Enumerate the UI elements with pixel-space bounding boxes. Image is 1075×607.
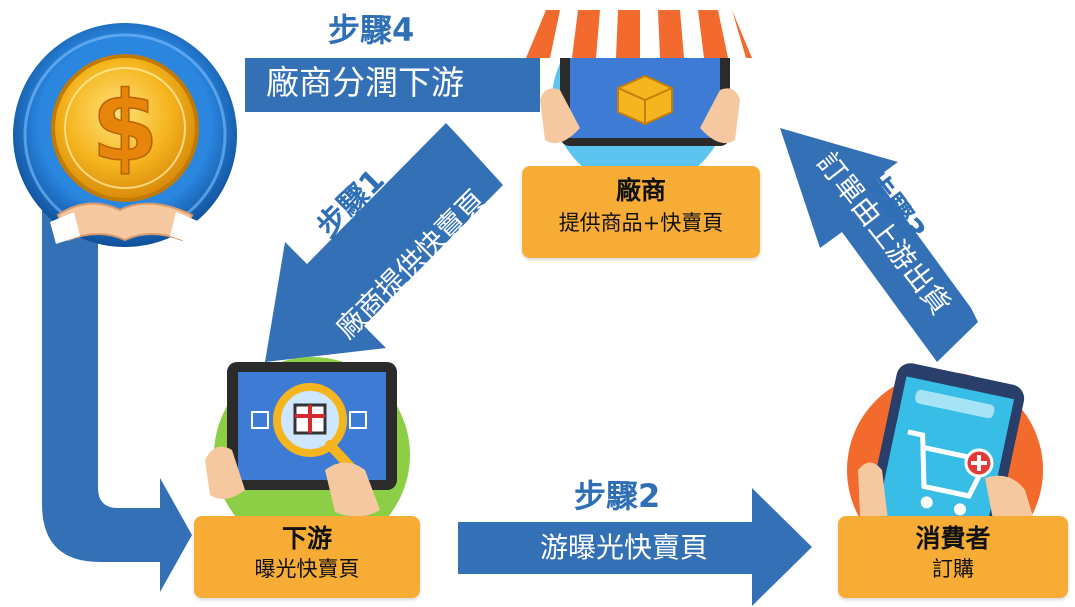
step1-arrow bbox=[265, 123, 503, 362]
consumer-box: 消費者 訂購 bbox=[838, 516, 1068, 598]
reseller-subtitle: 曝光快賣頁 bbox=[254, 557, 360, 581]
consumer-title: 消費者 bbox=[915, 524, 991, 553]
tablet-magnifier-gift-icon bbox=[205, 357, 410, 553]
step4-label: 步驟4 bbox=[328, 11, 415, 49]
reseller-box: 下游 曝光快賣頁 bbox=[194, 516, 420, 598]
step3-arrow bbox=[780, 128, 978, 362]
vendor-subtitle: 提供商品+快賣頁 bbox=[558, 211, 724, 235]
return-arrow bbox=[42, 205, 192, 592]
step4-text: 廠商分潤下游 bbox=[266, 63, 464, 102]
storefront-tablet-box-icon bbox=[526, 10, 752, 188]
step2-text: 游曝光快賣頁 bbox=[540, 531, 709, 564]
consumer-subtitle: 訂購 bbox=[932, 557, 974, 581]
vendor-box: 廠商 提供商品+快賣頁 bbox=[522, 166, 760, 258]
step2-arrow bbox=[458, 488, 812, 606]
gold-coin-dollar-handshake-icon: $ bbox=[13, 23, 237, 247]
reseller-title: 下游 bbox=[281, 524, 332, 553]
vendor-title: 廠商 bbox=[615, 176, 666, 205]
step4-arrow bbox=[245, 58, 540, 112]
step2-label: 步驟2 bbox=[574, 477, 661, 515]
svg-text:$: $ bbox=[92, 71, 159, 183]
